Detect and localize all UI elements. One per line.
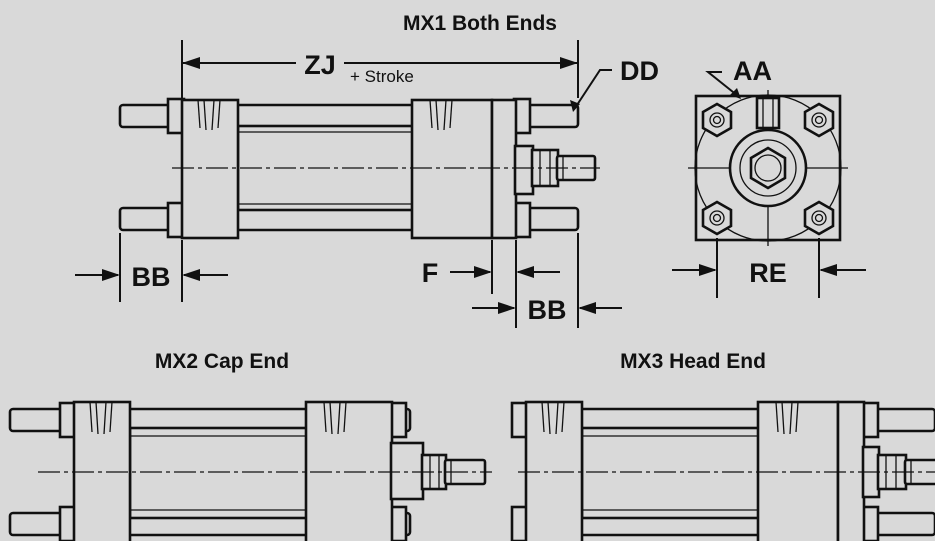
aa-label: AA [733,56,772,86]
mx2-side-view [8,400,492,541]
dd-callout: DD [570,56,659,112]
mx2-title: MX2 Cap End [155,350,289,373]
mx1-gland [513,144,535,196]
zj-label: ZJ [304,50,336,80]
re-label: RE [749,258,787,288]
stroke-label: + Stroke [350,67,414,86]
zj-dimension: ZJ + Stroke [181,40,579,98]
mx1-head-end [410,98,494,240]
mx2-head-port [323,401,347,435]
mx1-side-view [118,97,600,240]
mx2-barrel [128,426,310,520]
f-label: F [422,258,439,288]
end-view-port [755,96,781,130]
end-view-rod-nut [749,146,787,190]
mx1-cap-end [180,98,240,240]
bb-left-dimension: BB [75,233,228,302]
mx3-head-port [775,401,799,435]
dd-label: DD [620,56,659,86]
mx3-title: MX3 Head End [620,350,766,373]
bb-left-label: BB [132,262,171,292]
mx2-cap-port [89,401,113,435]
mx2-rod-nut [420,453,448,491]
mx3-cap-port [541,401,565,435]
end-view-tie-rod-nut-tl [701,102,733,138]
mx1-retainer-plate [490,98,518,240]
bb-right-label: BB [528,295,567,325]
mx3-side-view [510,400,935,541]
mx1-end-view [688,90,848,246]
end-view-barrel-circle [694,94,842,242]
end-view-piston-rod [754,154,782,182]
end-view-tie-rod-nut-tr [803,102,835,138]
mx3-barrel [580,426,762,520]
f-dimension: F [422,240,560,328]
aa-callout: AA [705,56,772,99]
re-dimension: RE [672,238,866,298]
bb-right-dimension: BB [472,233,622,328]
end-view-tie-rod-nut-br [803,200,835,236]
mx2-gland [389,441,425,501]
end-view-tie-rod-nut-bl [701,200,733,236]
mx1-title: MX1 Both Ends [403,12,557,35]
mx1-head-port [429,99,453,131]
mx1-cap-port [197,99,221,131]
